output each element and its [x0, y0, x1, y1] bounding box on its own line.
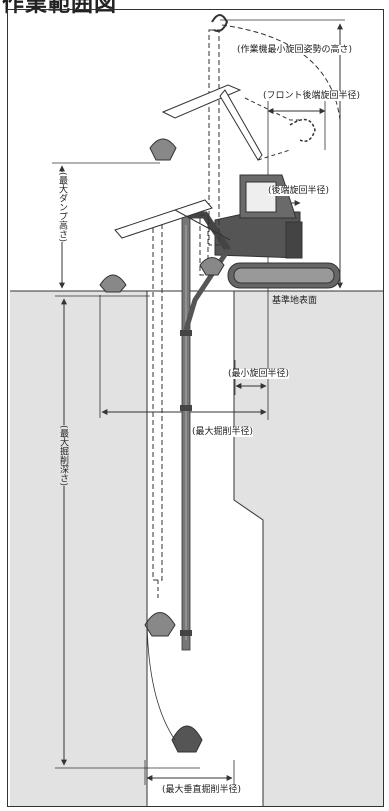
- label-min-swing-posture-height: (作業機最小旋回姿勢の高さ): [237, 45, 353, 55]
- label-max-dump-height: (最大ダンプ高さ): [57, 172, 67, 243]
- diagram-title: 作業範囲図: [2, 0, 118, 17]
- top-hook-icon: [211, 14, 229, 32]
- label-max-digging-depth: (最大掘削深さ): [58, 425, 68, 487]
- ground-right: [234, 291, 383, 806]
- trench-wall: [146, 291, 264, 806]
- ground-left: [10, 291, 147, 806]
- diagram-frame: [7, 9, 384, 807]
- digging-envelope: [146, 619, 176, 741]
- telescopic-arm: [180, 214, 192, 651]
- clamshell-bucket-icon: [99, 138, 225, 753]
- label-max-vertical-digging-radius: (最大垂直掘削半径): [162, 785, 242, 795]
- excavator-body: [214, 174, 341, 289]
- label-rear-swing-radius: (後端旋回半径): [268, 186, 330, 196]
- label-front-rear-swing-radius: (フロント後端旋回半径): [263, 91, 361, 101]
- raised-boom: [161, 84, 300, 161]
- label-ground-reference: 基準地表面: [272, 296, 318, 306]
- reach-boom: [114, 199, 231, 241]
- label-max-digging-radius: (最大掘削半径): [192, 427, 254, 437]
- label-min-swing-radius: (最小旋回半径): [228, 369, 290, 379]
- swing-arc: [221, 24, 341, 121]
